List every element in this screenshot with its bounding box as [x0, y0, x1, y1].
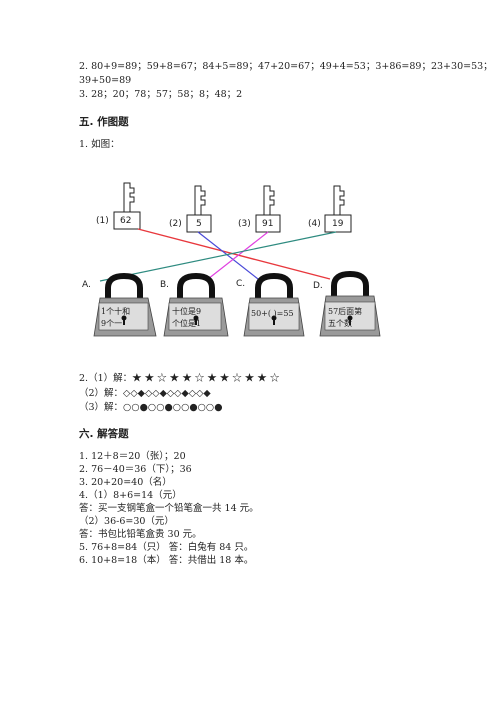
- lock-B-text-2: 个位是1: [172, 319, 202, 328]
- line-key3-lockB: [207, 231, 269, 280]
- answer-6-5: 5. 76+8=84（只） 答：白兔有 84 只。: [79, 542, 254, 553]
- lock-A-label: A.: [82, 280, 91, 290]
- answer-6-1: 1. 12＋8＝20（张）；20: [79, 451, 186, 462]
- answer-2-line-b: 39+50=89: [79, 75, 132, 86]
- q2-answer-2: （2）解：◇◇◆◇◇◆◇◇◆◇◇◆: [79, 388, 211, 399]
- key-2-label: (2): [169, 219, 182, 229]
- key-3: [255, 185, 281, 233]
- lock-A-text-1: 1个十和: [101, 307, 131, 316]
- answer-6-4c: （2）36-6=30（元）: [79, 516, 174, 527]
- line-key2-lockC: [197, 231, 259, 280]
- answer-6-3: 3. 20+20=40（名）: [79, 477, 172, 488]
- answer-6-4a: 4.（1）8+6=14（元）: [79, 490, 182, 501]
- key-2-value: 5: [196, 219, 202, 229]
- key-4-label: (4): [308, 219, 321, 229]
- section-6-title: 六. 解答题: [79, 428, 129, 440]
- lock-D-text-1: 57后面第: [328, 307, 363, 316]
- key-4: [324, 185, 352, 233]
- key-3-value: 91: [262, 219, 274, 229]
- lock-D-text-2: 五个数: [328, 319, 352, 328]
- lock-B-text-1: 十位是9: [172, 307, 202, 316]
- q2-answer-3: （3）解：○○●○○●○○●○○●: [79, 402, 223, 413]
- line-key4-lockA: [99, 231, 337, 282]
- line-key1-lockD: [137, 228, 331, 280]
- section-5-title: 五. 作图题: [79, 116, 129, 128]
- key-3-label: (3): [238, 219, 251, 229]
- key-1: [113, 182, 141, 230]
- key-2: [186, 185, 212, 233]
- answer-6-6: 6. 10+8=18（本） 答：共借出 18 本。: [79, 555, 254, 566]
- lock-C-label: C.: [236, 279, 246, 289]
- key-4-value: 19: [332, 219, 344, 229]
- answer-6-2: 2. 76－40＝36（下）；36: [79, 464, 192, 475]
- q2-answer-1: 2.（1）解：★ ★ ☆ ★ ★ ☆ ★ ★ ☆ ★ ★ ☆: [79, 373, 280, 384]
- key-1-value: 62: [120, 216, 132, 226]
- answer-2-line-a: 2. 80+9=89；59+8=67；84+5=89；47+20=67；49+4…: [79, 61, 493, 72]
- lock-C: [243, 272, 305, 337]
- lock-D-label: D.: [313, 281, 323, 291]
- answer-6-4d: 答：书包比铅笔盒贵 30 元。: [79, 529, 202, 540]
- lock-B-label: B.: [160, 280, 170, 290]
- question-1-label: 1. 如图：: [79, 139, 120, 150]
- lock-C-text-1: 50+( )=55: [251, 309, 294, 318]
- lock-A-text-2: 9个一: [101, 319, 123, 328]
- answer-6-4b: 答：买一支钢笔盒一个铅笔盒一共 14 元。: [79, 503, 259, 514]
- answer-3: 3. 28；20；78；57；58；8；48；2: [79, 89, 243, 100]
- key-1-label: (1): [96, 216, 109, 226]
